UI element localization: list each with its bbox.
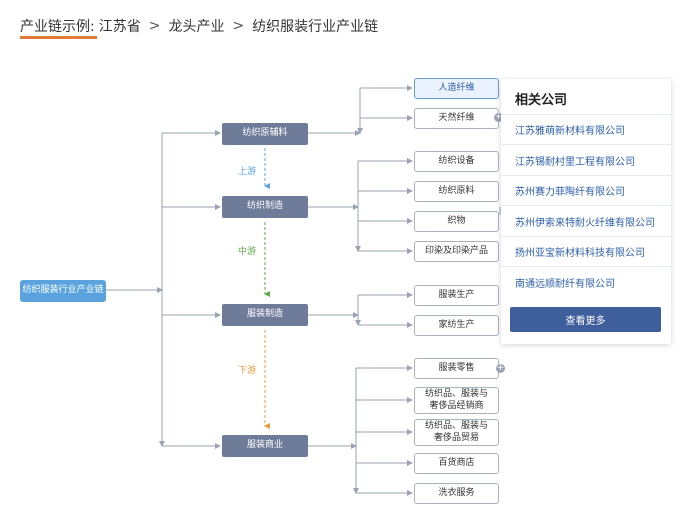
panel-divider [501, 144, 671, 145]
panel-divider [501, 266, 671, 267]
leaf-luxury-trade[interactable]: 纺织品、服装与 奢侈品贸易 [414, 419, 499, 446]
leaf-garment-production[interactable]: 服装生产 [414, 285, 499, 306]
leaf-textile-equipment[interactable]: 纺织设备 [414, 151, 499, 172]
panel-divider [501, 175, 671, 176]
company-link[interactable]: 扬州亚宝新材料科技有限公司 [515, 248, 645, 259]
leaf-natural-fiber[interactable]: 天然纤维 [414, 108, 499, 129]
company-link[interactable]: 苏州伊索来特耐火纤维有限公司 [515, 218, 655, 229]
leaf-textile-raw-material[interactable]: 纺织原料 [414, 181, 499, 202]
category-garment-commerce[interactable]: 服装商业 [222, 435, 308, 457]
root-node[interactable]: 纺织服装行业产业链 [20, 280, 106, 302]
panel-divider [501, 236, 671, 237]
leaf-luxury-distributors[interactable]: 纺织品、服装与 奢侈品经销商 [414, 387, 499, 414]
leaf-laundry-service[interactable]: 洗衣服务 [414, 483, 499, 504]
stage-upstream: 上游 [238, 167, 257, 177]
expand-plus-icon[interactable]: + [494, 112, 503, 122]
breadcrumb: 产业链示例: 江苏省 > 龙头产业 > 纺织服装行业产业链 [20, 14, 378, 38]
panel-divider [501, 205, 671, 206]
leaf-home-textile-production[interactable]: 家纺生产 [414, 315, 499, 336]
leaf-artificial-fiber[interactable]: 人造纤维 [414, 78, 499, 99]
breadcrumb-region[interactable]: 江苏省 [98, 19, 141, 35]
related-companies-panel: 相关公司 江苏雅萌新材料有限公司 江苏锡耐村里工程有限公司 苏州赛力菲陶纤有限公… [501, 79, 671, 344]
category-textile-manufacturing[interactable]: 纺织制造 [222, 196, 308, 218]
breadcrumb-underline [20, 36, 97, 39]
leaf-garment-retail[interactable]: 服装零售 [414, 358, 499, 379]
breadcrumb-sector[interactable]: 龙头产业 [168, 19, 225, 35]
leaf-department-store[interactable]: 百货商店 [414, 453, 499, 474]
panel-divider [501, 114, 671, 115]
leaf-fabric[interactable]: 织物 [414, 211, 499, 232]
panel-title: 相关公司 [515, 93, 568, 108]
breadcrumb-chain: 纺织服装行业产业链 [252, 19, 379, 35]
stage-midstream: 中游 [238, 247, 257, 257]
company-link[interactable]: 江苏雅萌新材料有限公司 [515, 126, 625, 137]
company-link[interactable]: 苏州赛力菲陶纤有限公司 [515, 187, 625, 198]
category-garment-manufacturing[interactable]: 服装制造 [222, 304, 308, 326]
breadcrumb-separator: > [148, 18, 161, 34]
company-link[interactable]: 南通远顺耐纤有限公司 [515, 279, 615, 290]
stage-downstream: 下游 [238, 366, 257, 376]
expand-plus-icon[interactable]: + [496, 363, 505, 373]
breadcrumb-separator: > [232, 18, 245, 34]
company-link[interactable]: 江苏锡耐村里工程有限公司 [515, 157, 635, 168]
category-raw-materials[interactable]: 纺织原辅料 [222, 123, 308, 145]
breadcrumb-label: 产业链示例: [20, 19, 95, 35]
view-more-button[interactable]: 查看更多 [510, 307, 661, 332]
leaf-dyeing-products[interactable]: 印染及印染产品 [414, 241, 499, 262]
